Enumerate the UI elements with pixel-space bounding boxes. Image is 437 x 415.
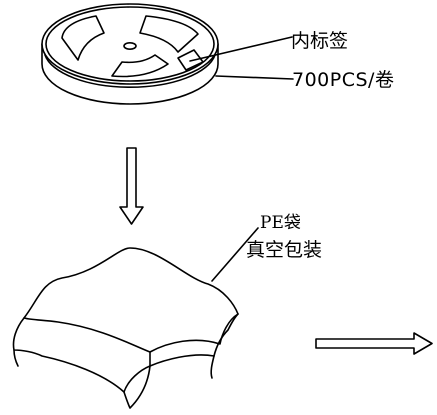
inner-label-leader [189, 36, 293, 62]
vacuum-bag-icon [12, 247, 239, 409]
reel-icon [41, 3, 219, 105]
inner-label-sticker [177, 49, 204, 71]
right-arrow-icon [315, 332, 433, 355]
quantity-leader [215, 75, 294, 80]
inner-label-text: 内标签 [291, 30, 349, 52]
down-arrow-icon [119, 147, 144, 225]
bag-type-text: PE袋 [260, 213, 301, 233]
vacuum-pack-text: 真空包装 [246, 239, 323, 261]
quantity-text: 700PCS/卷 [292, 69, 395, 91]
bag-label-leader [211, 227, 259, 282]
